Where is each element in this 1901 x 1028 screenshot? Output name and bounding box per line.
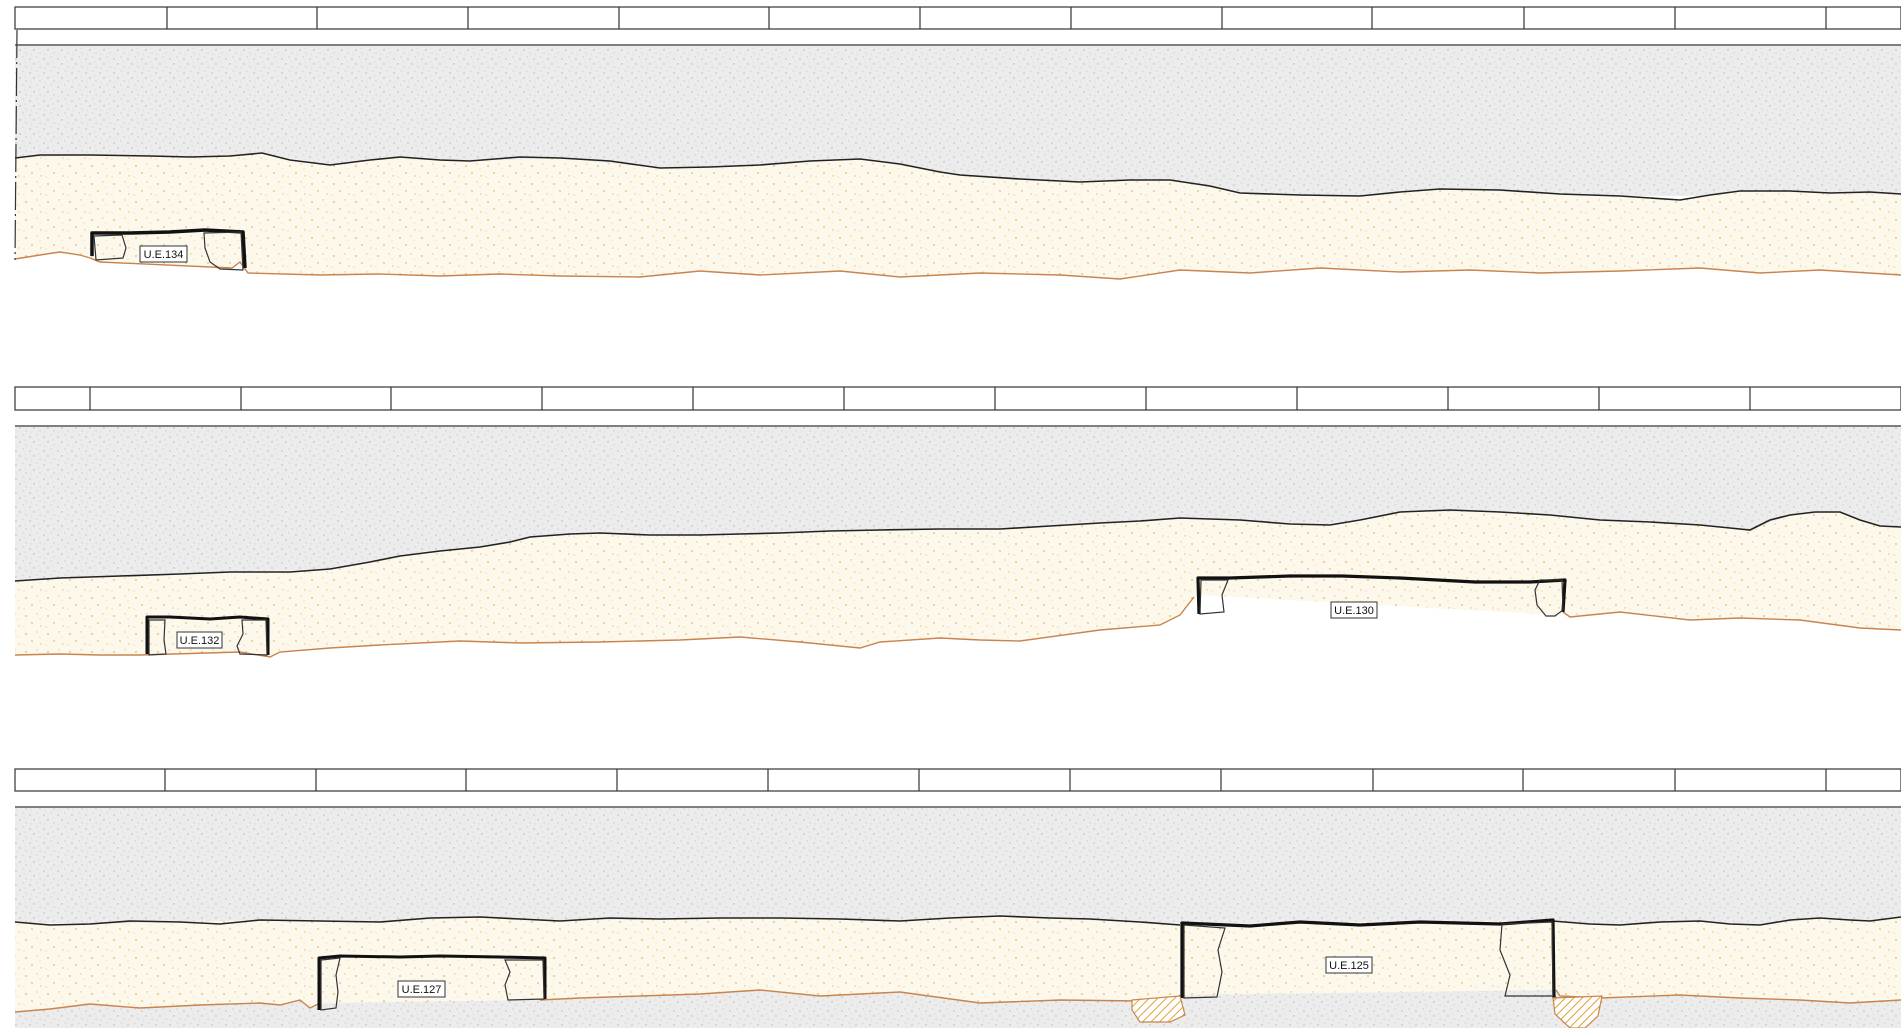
section-3: U.E.127 U.E.125 [14,768,1901,1028]
feature-ue130: U.E.130 [1196,574,1567,619]
section-2-base-line [14,596,1901,658]
stone [320,957,341,1011]
section-1-base-line [14,251,1901,280]
feature-ue127: U.E.127 [317,954,547,1011]
stone [1183,924,1226,999]
stone [504,959,545,1001]
section-2-scale-bar [14,386,1901,427]
stone [1199,579,1229,615]
section-1-lower-layer [15,153,1901,279]
section-1: U.E.134 [14,6,1901,280]
section-3-scale-bar [14,768,1901,808]
section-1-scale-bar [14,6,1901,46]
label-ue134: U.E.134 [144,249,184,261]
section-3-interface-line [14,915,1901,926]
section-2-interface-line [14,509,1901,582]
section-2: U.E.132 U.E.130 [14,386,1901,658]
stone [148,619,167,656]
section-1-left-axis [14,29,18,261]
section-1-interface-line [14,152,1901,201]
hatched-deposit [1131,995,1186,1023]
section-3-lower-layer [15,916,1901,1012]
feature-ue134: U.E.134 [90,228,247,271]
stone [93,234,127,261]
hatched-deposit [1552,995,1603,1028]
label-ue127: U.E.127 [402,984,442,996]
feature-ue125: U.E.125 [1180,918,1556,999]
label-ue130: U.E.130 [1334,605,1374,617]
stone [1499,921,1554,997]
section-2-lower-layer [15,512,1901,657]
feature-ue132: U.E.132 [145,615,270,656]
stone [203,231,244,271]
stone [236,619,268,656]
label-ue132: U.E.132 [180,635,220,647]
label-ue125: U.E.125 [1329,960,1369,972]
stone [1534,579,1564,617]
